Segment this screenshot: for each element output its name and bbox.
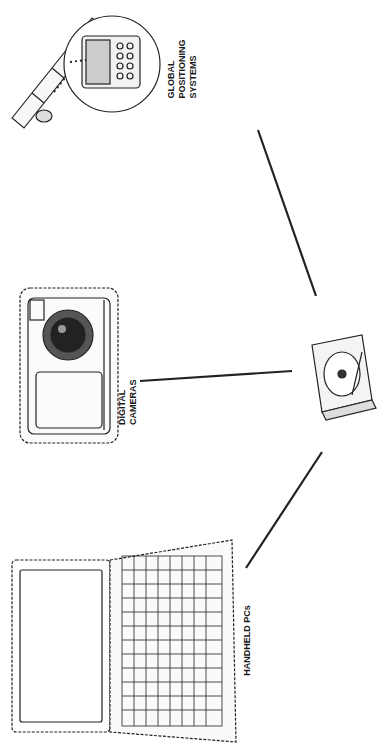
hard-drive bbox=[312, 335, 376, 420]
link-line bbox=[246, 452, 322, 568]
device-label: DIGITAL CAMERAS bbox=[117, 359, 139, 425]
device-label: HANDHELD PCs bbox=[241, 605, 252, 676]
gps-handset bbox=[64, 16, 160, 112]
digital-camera bbox=[20, 288, 118, 443]
link-line bbox=[258, 130, 316, 296]
device-label: GLOBAL POSITIONING SYSTEMS bbox=[166, 18, 199, 98]
link-line bbox=[140, 371, 292, 381]
handheld-pc bbox=[12, 540, 236, 742]
